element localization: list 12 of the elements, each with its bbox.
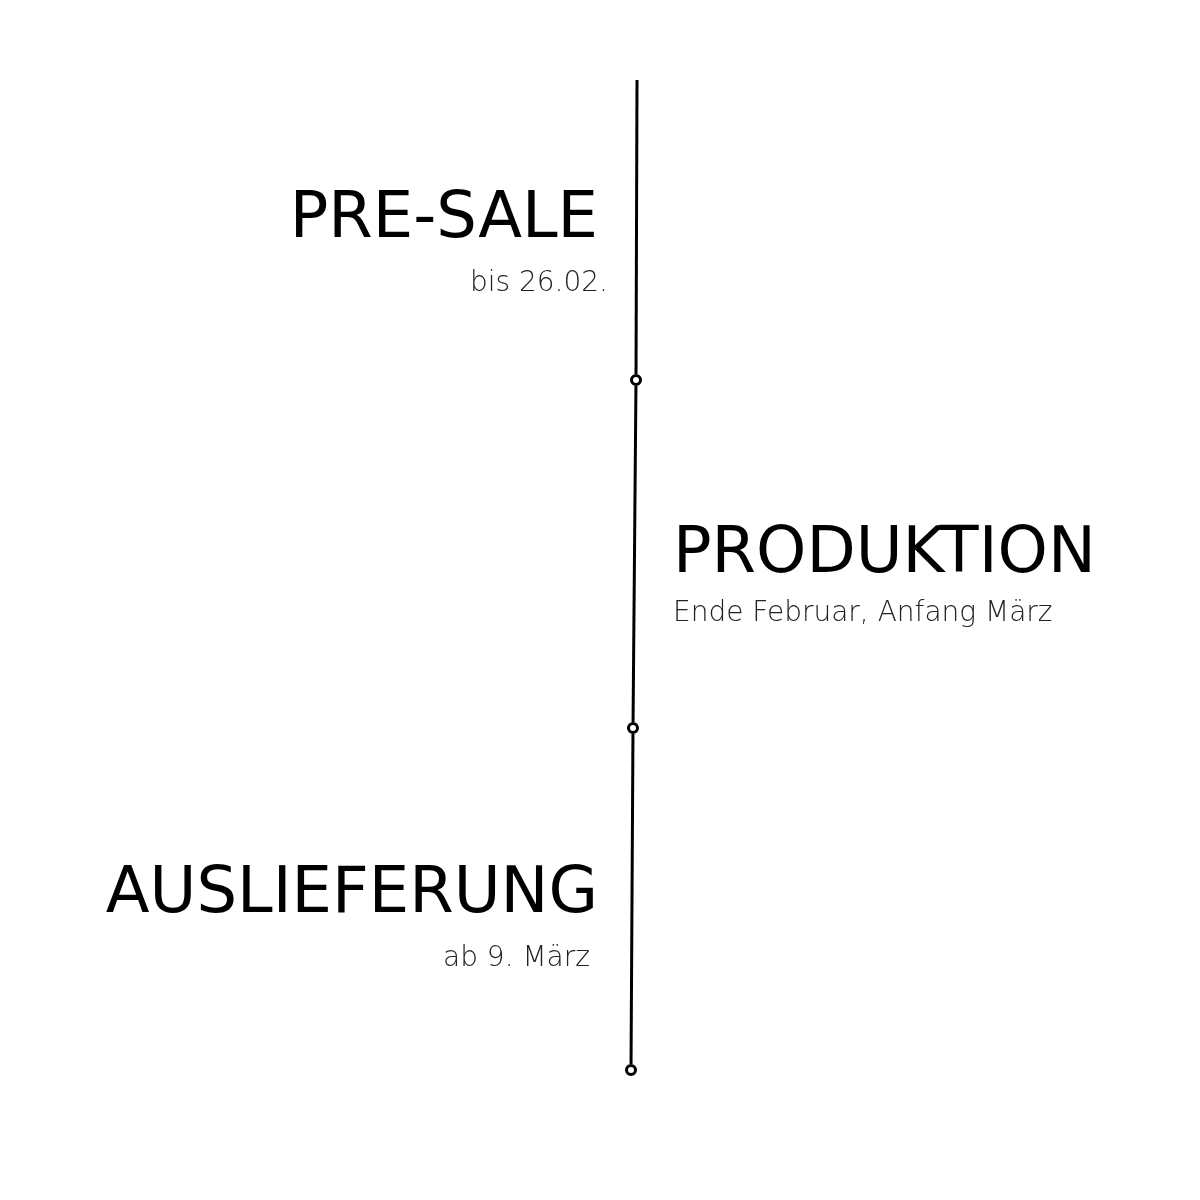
timeline-marker — [625, 1064, 637, 1076]
timeline-marker — [630, 374, 642, 386]
timeline-line — [634, 80, 639, 374]
date-text: Ende Februar, Anfang März — [673, 598, 1053, 626]
phase-heading: AUSLIEFERUNG — [105, 858, 598, 922]
date-text: bis 26.02. — [469, 268, 608, 296]
phase-heading: PRE-SALE — [289, 183, 598, 247]
timeline-line — [631, 386, 638, 722]
timeline-marker — [627, 722, 639, 734]
timeline-line — [629, 734, 635, 1064]
phase-heading: PRODUKTION — [673, 518, 1096, 582]
date-text: ab 9. März — [443, 943, 590, 971]
